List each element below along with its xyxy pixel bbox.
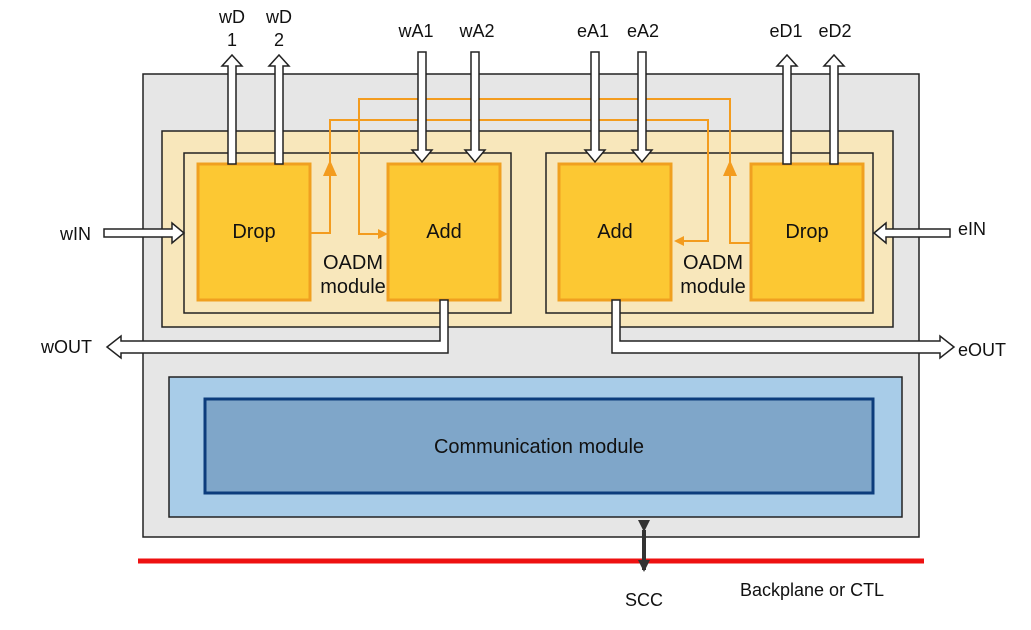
eout-arrow	[611, 299, 956, 360]
line-output-arrows	[105, 299, 956, 360]
win-arrow	[103, 221, 186, 245]
label-wa2: wA2	[458, 21, 494, 41]
label-ein: eIN	[958, 219, 986, 239]
drop-output-arrows	[220, 53, 846, 165]
west-drop-label: Drop	[232, 221, 275, 243]
ed1-arrow	[775, 53, 799, 165]
add-input-arrows	[410, 51, 654, 164]
east-add-block	[557, 162, 673, 302]
label-ea1: eA1	[577, 21, 609, 41]
label-scc: SCC	[625, 590, 663, 610]
east-add-label: Add	[597, 221, 633, 243]
label-ed2: eD2	[818, 21, 851, 41]
orange-crossconnects	[310, 98, 750, 246]
label-win: wIN	[59, 224, 91, 244]
ea1-arrow	[583, 51, 607, 164]
east-drop-up-arrowhead	[723, 160, 737, 176]
label-ed1: eD1	[769, 21, 802, 41]
communication-module	[203, 397, 875, 495]
west-drop-block	[196, 162, 312, 302]
ed2-arrow	[822, 53, 846, 165]
wa2-arrow	[463, 51, 487, 164]
label-ea2: eA2	[627, 21, 659, 41]
west-add-label: Add	[426, 221, 462, 243]
label-eout: eOUT	[958, 340, 1006, 360]
east-drop-label: Drop	[785, 221, 828, 243]
ea2-arrow	[630, 51, 654, 164]
label-wout: wOUT	[40, 337, 92, 357]
ein-arrow	[872, 221, 951, 245]
west-drop-up-arrowhead	[323, 160, 337, 176]
communication-label: Communication module	[434, 436, 644, 458]
backplane-label: Backplane or CTL	[740, 580, 884, 600]
wa1-arrow	[410, 51, 434, 164]
label-wa1: wA1	[397, 21, 433, 41]
east-drop-block	[749, 162, 865, 302]
wd2-arrow	[267, 53, 291, 165]
wd1-arrow	[220, 53, 244, 165]
wout-arrow	[105, 299, 449, 360]
line-input-arrows	[103, 221, 951, 245]
